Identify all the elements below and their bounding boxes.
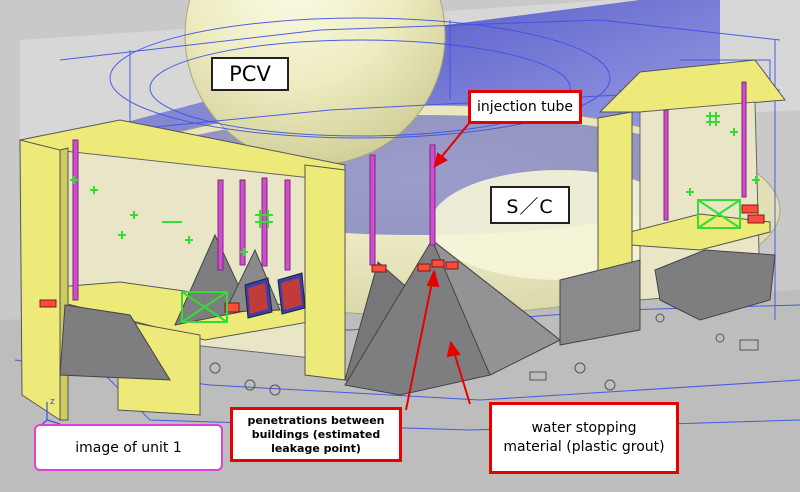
grout-arrow <box>453 351 471 405</box>
unit-caption: image of unit 1 <box>34 424 223 471</box>
pcv-label: PCV <box>211 57 289 91</box>
water-stopping-callout: water stopping material (plastic grout) <box>489 402 679 474</box>
penetrations-callout: penetrations between buildings (estimate… <box>230 407 402 462</box>
right-injection-tubes <box>663 81 747 221</box>
injection-tube-arrow <box>438 121 471 161</box>
right-grout-pile <box>654 249 776 321</box>
injection-tube-callout: injection tube <box>468 90 582 124</box>
left-grout-pile <box>59 304 171 381</box>
right-building-roof <box>598 59 786 113</box>
left-green-symbols <box>70 176 273 323</box>
axis-z-label: z <box>50 397 55 407</box>
center-grout-back-slab <box>559 259 641 346</box>
suppression-chamber-label: S／C <box>490 186 570 224</box>
floor-marks <box>209 313 759 396</box>
left-column-side <box>59 147 69 421</box>
penetration-arrow <box>405 281 433 411</box>
center-column <box>304 164 346 381</box>
penetration-boxes <box>39 272 306 319</box>
left-column-front <box>19 139 61 421</box>
center-leak-cluster <box>371 259 459 273</box>
center-grout-pyramid-face <box>431 239 561 376</box>
callout-arrows <box>405 121 471 411</box>
right-leak-devices <box>741 204 765 224</box>
right-green-symbols <box>686 112 760 229</box>
